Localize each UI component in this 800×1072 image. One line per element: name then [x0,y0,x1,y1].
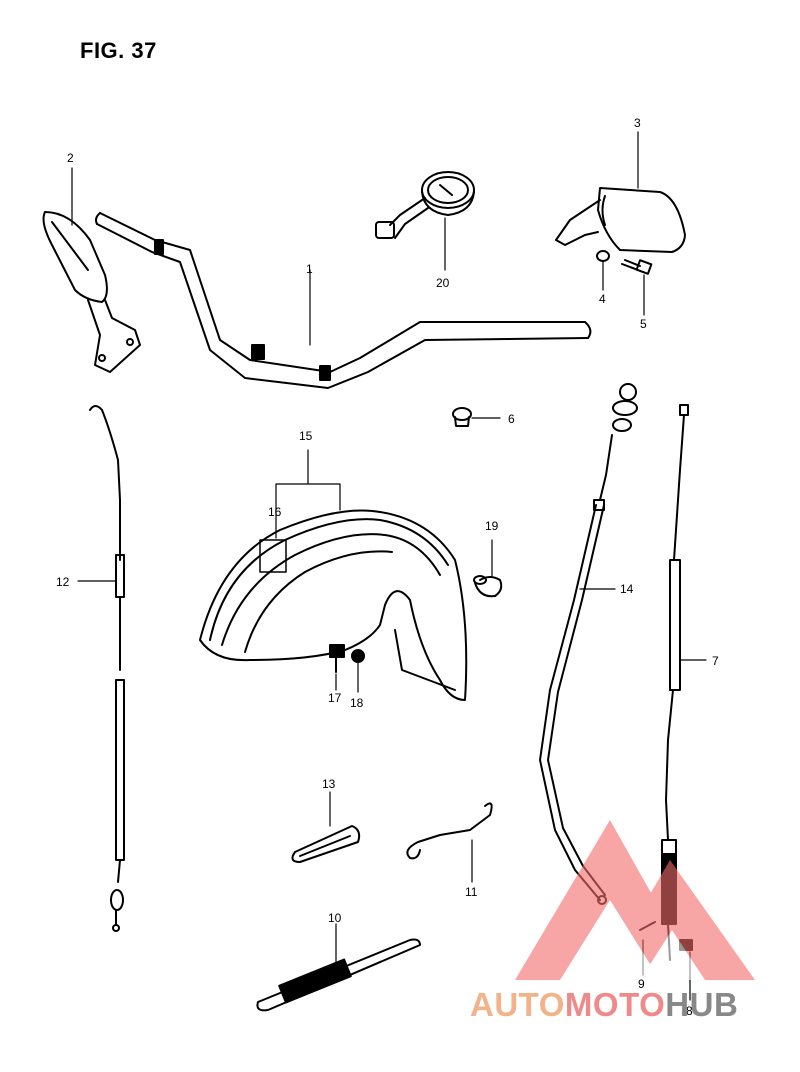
watermark-text: AUTOMOTOHUB [470,986,738,1024]
cap-nut [452,407,472,427]
front-fender [199,509,468,701]
band-strap [256,938,421,1012]
fender-bolt [329,644,345,673]
callout-2: 2 [67,151,74,165]
rubber-strip [291,825,361,863]
washer [596,250,610,262]
callout-18: 18 [350,696,364,710]
watermark-part-moto: MOTO [564,986,666,1023]
throttle-cable [89,405,125,932]
watermark-part-hub: HUB [665,986,739,1023]
watermark-part-auto: AUTO [470,986,565,1023]
callout-12: 12 [56,575,70,589]
figure-title: FIG. 37 [80,38,157,63]
wire-clip [406,802,493,860]
gauge [375,171,475,239]
callout-15: 15 [299,429,313,443]
callout-4: 4 [599,292,606,306]
callout-1: 1 [306,262,313,276]
speedometer-cable [539,383,638,905]
callout-11: 11 [465,885,478,899]
callout-10: 10 [328,911,342,925]
callout-6: 6 [508,412,515,426]
callout-7: 7 [712,654,719,668]
callout-3: 3 [634,116,641,130]
callout-17: 17 [328,691,342,705]
fender-washer [351,649,365,663]
callout-14: 14 [620,582,634,596]
callout-8: 8 [686,1004,693,1018]
rubber-plug [473,575,503,598]
handlebar [95,212,592,389]
callout-5: 5 [640,317,647,331]
mirror-left [42,211,141,373]
callout-16: 16 [268,505,282,519]
watermark-logo-icon [515,820,755,980]
callout-9: 9 [638,977,645,991]
callout-20: 20 [436,276,450,290]
callout-19: 19 [485,519,499,533]
callout-13: 13 [322,777,336,791]
bolt [621,259,653,275]
mirror-right [555,187,686,253]
